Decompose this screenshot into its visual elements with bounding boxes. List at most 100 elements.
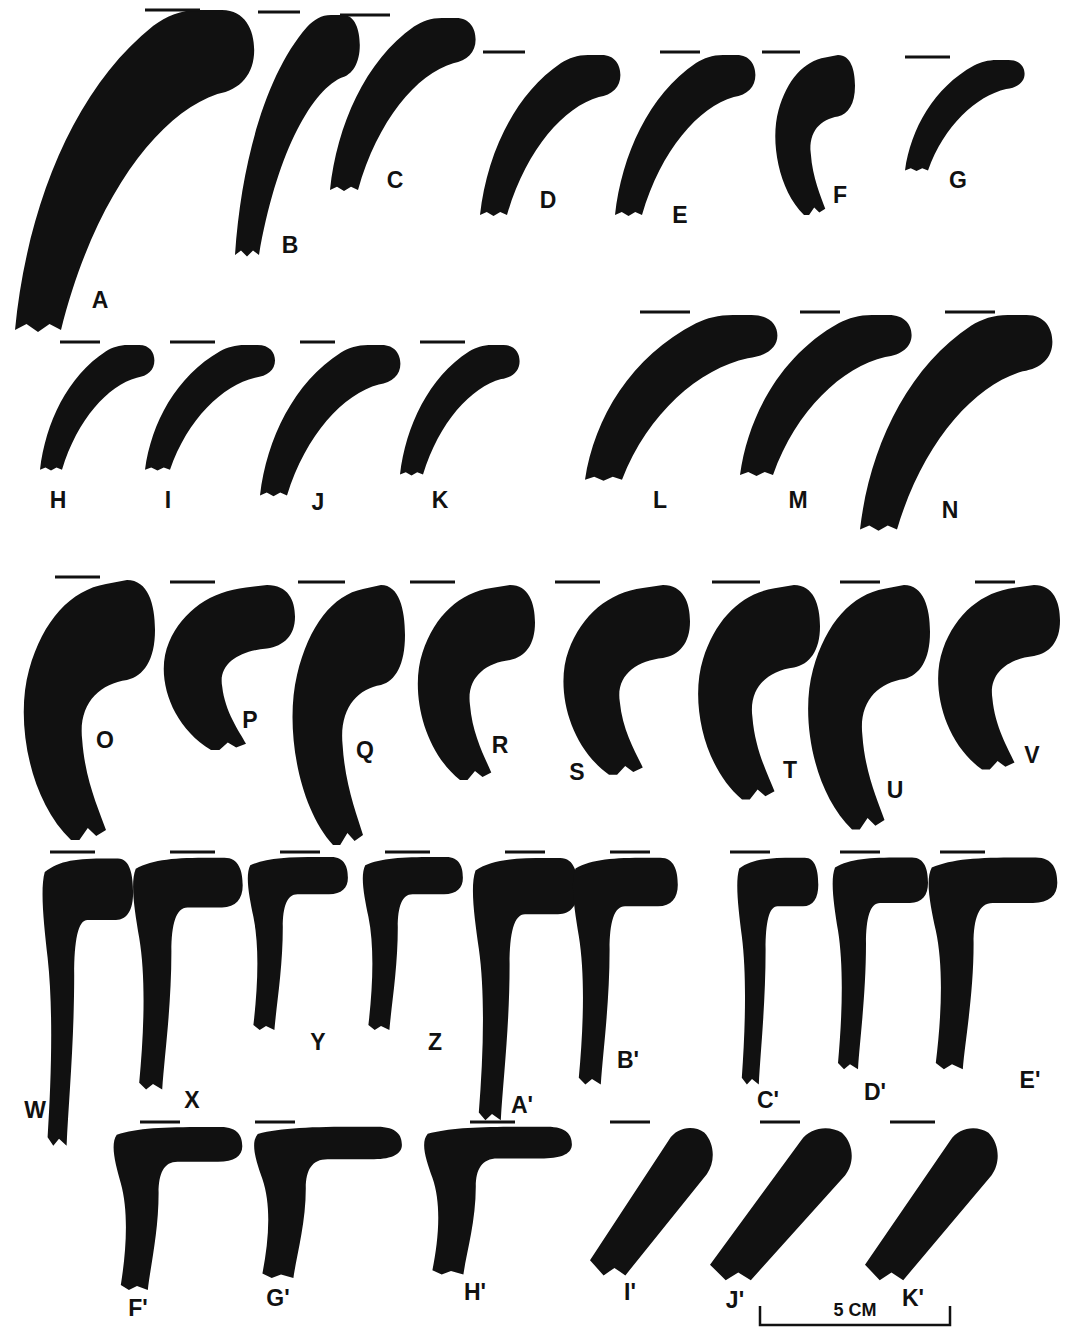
reference-tick [470,1121,515,1124]
claw-silhouette [24,580,155,840]
claw-silhouette [133,858,243,1090]
reference-tick [483,51,525,54]
reference-tick [840,581,880,584]
specimen-letter: V [1024,744,1039,767]
claw-silhouette [865,1128,998,1280]
reference-tick [555,581,600,584]
claw-silhouette [480,55,620,216]
reference-tick [975,581,1015,584]
reference-tick [760,1121,800,1124]
claw-silhouette [698,585,820,800]
claw-silhouette [248,857,348,1030]
claw-silhouette [833,858,928,1070]
specimen-letter: I' [624,1281,636,1304]
specimen-letter: T [783,759,797,782]
specimen-letter: C [387,169,404,192]
specimen-letter: C' [757,1089,779,1112]
claw-silhouette [938,585,1060,770]
specimen-letter: I [165,489,171,512]
reference-tick [55,576,100,579]
reference-tick [300,341,335,344]
specimen-letter: Q [356,739,374,762]
reference-tick [280,851,320,854]
reference-tick [890,1121,935,1124]
claw-silhouette [114,1127,243,1290]
claw-silhouette [905,60,1025,171]
specimen-letter: Z [428,1031,442,1054]
reference-tick [340,14,390,17]
specimen-letter: D [540,189,557,212]
scale-label: 5 CM [833,1301,876,1319]
reference-tick [730,851,770,854]
reference-tick [145,9,200,12]
claw-silhouette [293,585,406,845]
claw-silhouette [330,18,476,191]
specimen-letter: U [887,779,904,802]
reference-tick [170,341,215,344]
claw-silhouette [424,1127,572,1275]
reference-tick [255,1121,295,1124]
specimen-letter: G [949,169,967,192]
specimen-letter: J' [726,1289,744,1312]
reference-tick [840,851,880,854]
reference-tick [505,851,545,854]
specimen-letter: O [96,729,114,752]
specimen-letter: N [942,499,959,522]
reference-tick [640,311,690,314]
specimen-letter: S [569,761,584,784]
specimen-letter: F [833,184,847,207]
reference-tick [660,51,700,54]
claw-silhouette [929,858,1058,1070]
claw-silhouette [43,858,134,1145]
claw-silhouette [710,1128,852,1280]
reference-tick [170,851,215,854]
reference-tick [762,51,800,54]
specimen-letter: K [432,489,449,512]
reference-tick [298,581,345,584]
claw-silhouette [737,858,818,1085]
specimen-letter: R [492,734,509,757]
claw-silhouette [615,55,755,216]
specimen-letter: W [24,1099,46,1122]
claw-silhouette [590,1128,713,1275]
reference-tick [60,341,100,344]
specimen-letter: M [788,489,807,512]
claw-silhouette [473,858,578,1120]
specimen-letter: J [312,491,325,514]
claw-silhouette [40,345,154,471]
specimen-letter: X [184,1089,199,1112]
specimen-letter: E [672,204,687,227]
reference-tick [420,341,465,344]
claw-silhouette [418,585,535,780]
reference-tick [945,311,995,314]
specimen-letter: D' [864,1081,886,1104]
reference-tick [50,851,95,854]
specimen-letter: F' [128,1297,148,1320]
specimen-letter: L [653,489,667,512]
claw-silhouette [164,585,295,750]
reference-tick [940,851,985,854]
claw-silhouette [260,345,400,496]
claw-silhouette [400,345,520,475]
specimen-letter: E' [1020,1069,1041,1092]
specimen-letter: H [50,489,67,512]
claw-silhouette [808,585,930,829]
reference-tick [170,581,215,584]
claw-silhouette [145,345,275,471]
specimen-letter: Y [310,1031,325,1054]
claw-silhouette [254,1127,402,1278]
specimen-letter: B [282,234,299,257]
specimen-letter: G' [266,1287,289,1310]
reference-tick [610,851,650,854]
reference-tick [140,1121,180,1124]
claw-silhouette [363,857,463,1030]
reference-tick [410,581,455,584]
specimen-letter: B' [617,1049,639,1072]
reference-tick [385,851,430,854]
reference-tick [800,311,840,314]
reference-tick [712,581,760,584]
reference-tick [905,56,950,59]
specimen-letter: K' [902,1287,924,1310]
